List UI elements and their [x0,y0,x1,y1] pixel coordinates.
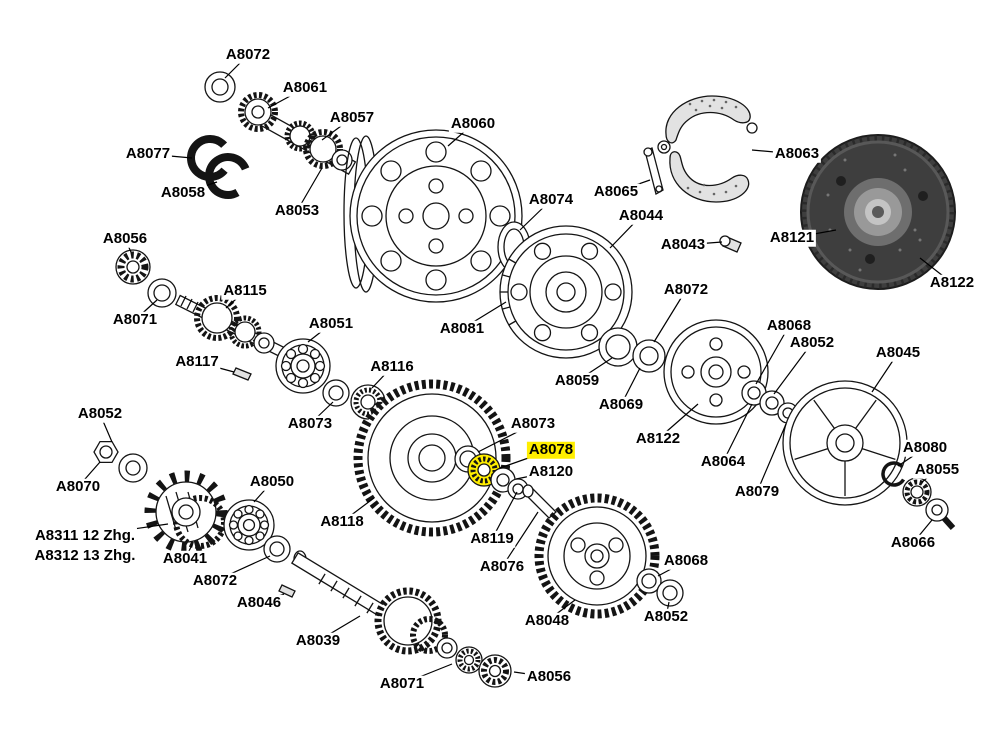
part-screw-a8066 [925,498,956,531]
leader-line [224,54,249,79]
part-washer-a8052-left [118,453,148,483]
leader-line [615,179,651,193]
leader-line [296,167,323,212]
leader-line [307,323,332,343]
part-clutch-drum-a8060 [343,129,523,303]
leader-line [912,519,933,544]
part-bearing-a8051 [275,338,331,394]
leader-line [755,325,790,385]
leader-line [253,481,273,503]
leader-line [657,560,687,577]
leader-line [258,593,285,604]
part-pin-a8117 [232,367,252,381]
part-bearing-a8050 [223,499,275,551]
leader-line [682,241,723,246]
leader-line [99,413,113,443]
leader-line [371,366,393,389]
part-lever-a8065 [643,147,664,195]
part-rings-a8059-a8072-right [598,327,666,373]
leader-line [501,511,539,568]
part-key-a8046 [278,584,296,598]
leader-line [317,615,361,642]
part-spacer-a8076 [522,484,557,519]
part-nut-a8070 [93,440,119,464]
leader-line [77,461,101,488]
leader-line [620,367,641,406]
leader-line [519,199,552,231]
part-bearing-a8055 [902,477,932,507]
leader-line [309,401,334,425]
part-gear-a8118 [353,379,511,537]
leader-line [657,403,699,440]
part-washer-bottom-small [436,637,458,659]
part-plate-a8122-right [663,319,769,425]
part-washer-a8072-bottom [263,535,291,563]
leader-line [576,357,613,382]
leader-line [214,555,271,582]
leader-lines [77,54,953,685]
part-countershaft-a8039 [291,550,448,655]
leader-line [491,491,518,540]
leader-line [773,342,813,395]
part-bearing-a8056-mid [115,249,151,285]
leader-line [751,149,798,155]
leader-line [147,153,193,159]
leader-line [871,352,899,393]
part-bearing-a8078-highlighted [467,453,501,487]
part-rings-a8068-a8052-bottom [636,568,684,607]
leader-line [124,238,132,253]
part-gear-shaft-a8115 [174,294,294,362]
part-clips-a8077-a8058 [187,135,251,199]
part-washer-a8071-mid [147,278,177,308]
part-pin-a8043 [719,235,742,253]
leader-line [196,361,235,373]
leader-line [461,301,507,330]
part-bearing-a8071-bottom [455,646,483,674]
part-brake-shoes-a8063 [657,95,758,203]
part-gear-a8048 [534,493,660,619]
leader-line [515,471,552,480]
part-clutch-basket-a8081-a8044 [499,225,633,359]
leader-line [722,403,753,463]
leader-line [921,469,938,483]
leader-line [756,423,787,493]
leader-line [401,663,453,685]
leader-line [134,299,158,321]
part-primary-shaft-a8061-a8057-a8053 [238,92,357,175]
part-flywheel-photo-a8121-a8122 [800,134,956,290]
part-ring-a8072-top [204,71,236,103]
leader-line [513,671,550,678]
leader-line [341,497,375,523]
part-sprocket-a8041 [144,470,228,554]
part-drum-a8045 [782,380,908,506]
part-bearing-a8056-bottom [478,654,512,688]
leader-line [653,289,687,343]
leader-line [267,87,306,109]
part-washer-a8073-left [322,379,350,407]
leader-line [609,215,642,249]
